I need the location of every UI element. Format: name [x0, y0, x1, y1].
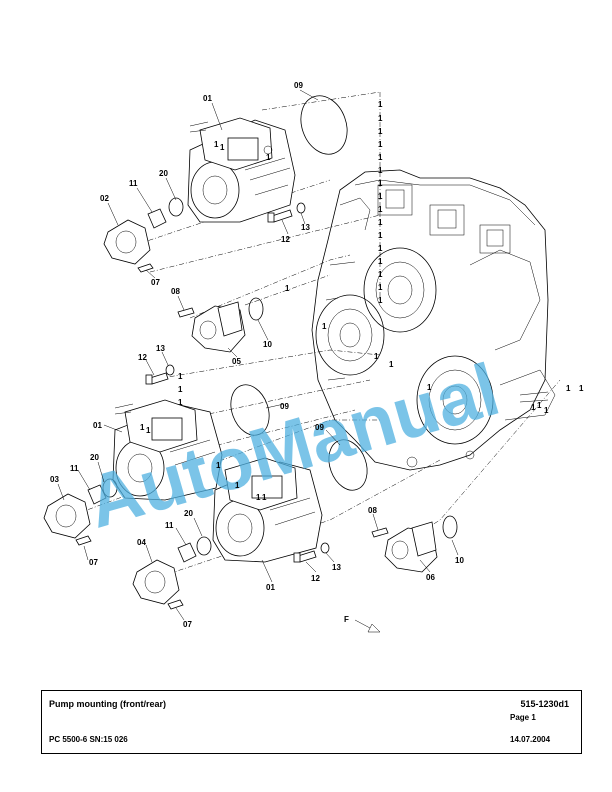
callout-13-middle: 13: [156, 344, 165, 353]
document-number: 515-1230d1: [520, 699, 569, 709]
ref-1: 1: [566, 384, 571, 393]
ref-1: 1: [322, 322, 327, 331]
pump-01-lower: [212, 439, 368, 563]
ref-1: 1: [256, 493, 261, 502]
ref-1: 1: [378, 270, 383, 279]
callout-09-middle: 09: [280, 402, 289, 411]
callout-13-lower: 13: [332, 563, 341, 572]
ref-1: 1: [579, 384, 584, 393]
callout-04: 04: [137, 538, 146, 547]
ref-1: 1: [531, 403, 536, 412]
callout-11-lower: 11: [165, 521, 174, 530]
bolt-and-washer-lower: [293, 542, 330, 563]
pump-flange-04: [132, 536, 212, 610]
page-number: Page 1: [510, 713, 536, 722]
ref-1: 1: [178, 398, 183, 407]
callout-06: 06: [426, 573, 435, 582]
ref-1: 1: [378, 218, 383, 227]
motor-06: [371, 515, 458, 573]
callout-03: 03: [50, 475, 59, 484]
callout-12-middle: 12: [138, 353, 147, 362]
ref-1: 1: [220, 143, 225, 152]
front-direction-marker: F: [344, 615, 381, 633]
gearbox-housing: [311, 169, 556, 471]
callout-05: 05: [232, 357, 241, 366]
ref-1: 1: [378, 192, 383, 201]
pump-flange-02: [103, 197, 184, 273]
ref-1: 1: [537, 401, 542, 410]
bolt-and-washer-middle: [145, 364, 175, 385]
o-ring-09-top: [300, 95, 348, 155]
ref-1: 1: [378, 296, 383, 305]
drawing-title: Pump mounting (front/rear): [49, 699, 166, 709]
ref-1: 1: [378, 257, 383, 266]
callout-01-lower: 01: [266, 583, 275, 592]
leader-lines: [57, 89, 459, 621]
ref-1: 1: [389, 360, 394, 369]
ref-1: 1: [378, 283, 383, 292]
callout-20-middle: 20: [90, 453, 99, 462]
callout-13-top: 13: [301, 223, 310, 232]
ref-1: 1: [378, 231, 383, 240]
callout-07-middle: 07: [89, 558, 98, 567]
ref-1: 1: [378, 179, 383, 188]
callout-08-lower: 08: [368, 506, 377, 515]
ref-1: 1: [378, 205, 383, 214]
callout-02: 02: [100, 194, 109, 203]
ref-1: 1: [262, 493, 267, 502]
ref-1: 1: [378, 166, 383, 175]
pump-flange-03: [43, 478, 118, 546]
ref-1: 1: [216, 461, 221, 470]
o-ring-09-lower: [328, 439, 368, 491]
ref-1: 1: [378, 153, 383, 162]
callout-09-top: 09: [294, 81, 303, 90]
bolt-and-washer-top: [267, 202, 306, 223]
ref-1: 1: [178, 372, 183, 381]
ref-1: 1: [178, 385, 183, 394]
ref-1: 1: [378, 244, 383, 253]
callout-labels: 01 09 20 11 02 07 12 13 08 05 10 12 13 0…: [50, 81, 464, 629]
ref-1: 1: [235, 481, 240, 490]
ref-1: 1: [378, 127, 383, 136]
reference-markers: 1 1 1 1 1 1 1 1 1 1 1 1 1 1 1 1 1 1 1 1 …: [140, 100, 584, 502]
assembly-lines: [59, 91, 561, 581]
ref-1: 1: [544, 406, 549, 415]
callout-01-top: 01: [203, 94, 212, 103]
callout-09-lower: 09: [315, 423, 324, 432]
ref-1: 1: [374, 352, 379, 361]
title-block: Pump mounting (front/rear) 515-1230d1 Pa…: [41, 690, 582, 754]
callout-20-lower: 20: [184, 509, 193, 518]
svg-text:F: F: [344, 615, 349, 624]
callout-07-top: 07: [151, 278, 160, 287]
ref-1: 1: [378, 140, 383, 149]
callout-10-top: 10: [263, 340, 272, 349]
callout-20-top: 20: [159, 169, 168, 178]
ref-1: 1: [266, 153, 271, 162]
callout-07-lower: 07: [183, 620, 192, 629]
callout-12-lower: 12: [311, 574, 320, 583]
machine-model: PC 5500-6 SN:15 026: [49, 735, 128, 744]
motor-05: [177, 297, 264, 353]
callout-01-middle: 01: [93, 421, 102, 430]
ref-1: 1: [214, 140, 219, 149]
pump-01-top: [187, 117, 296, 223]
callout-11-middle: 11: [70, 464, 79, 473]
ref-1: 1: [378, 100, 383, 109]
callout-08-top: 08: [171, 287, 180, 296]
document-date: 14.07.2004: [510, 735, 551, 744]
ref-1: 1: [378, 114, 383, 123]
pump-01-middle: [112, 399, 223, 501]
ref-1: 1: [146, 426, 151, 435]
ref-1: 1: [285, 284, 290, 293]
o-ring-09-middle: [230, 384, 270, 436]
ref-1: 1: [140, 423, 145, 432]
callout-10-lower: 10: [455, 556, 464, 565]
callout-12-top: 12: [281, 235, 290, 244]
callout-11-top: 11: [129, 179, 138, 188]
ref-1: 1: [427, 383, 432, 392]
